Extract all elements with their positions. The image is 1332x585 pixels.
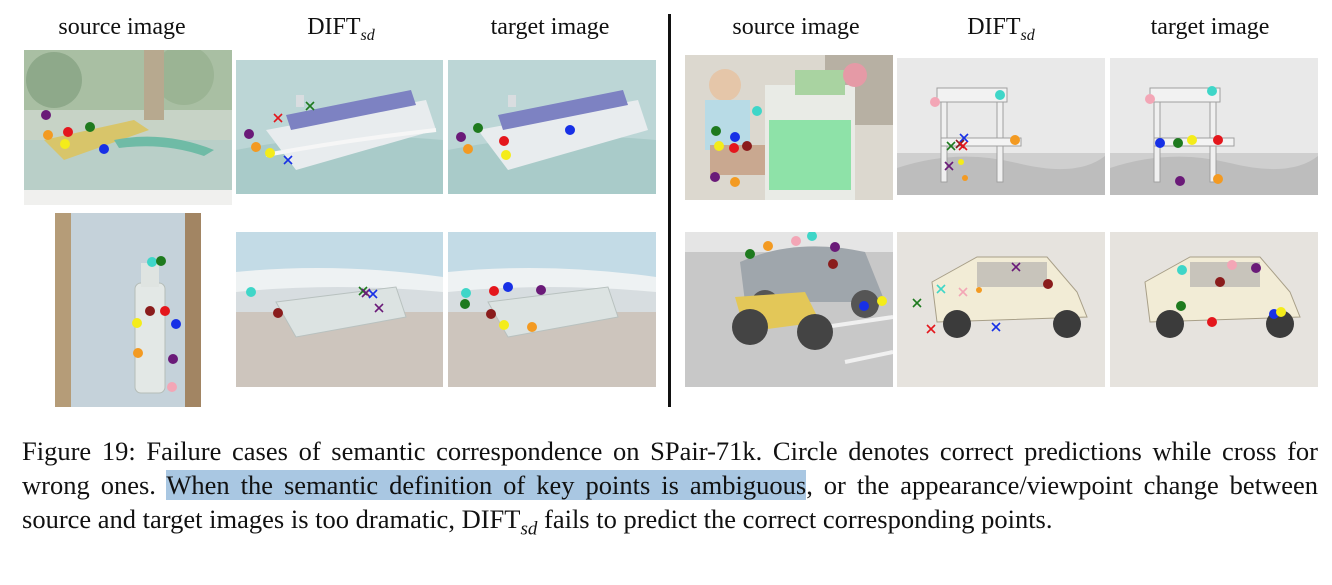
keypoint-circle-blue: [99, 144, 109, 154]
source-image-crocodile: [24, 50, 232, 205]
dift-image-boat: [236, 60, 443, 194]
header-source-right: source image: [732, 14, 860, 40]
dift-subscript: sd: [360, 26, 375, 44]
dift-image-bottle: [236, 232, 443, 387]
target-image-bottle: [448, 232, 656, 387]
figure-caption: Figure 19: Failure cases of semantic cor…: [22, 434, 1318, 546]
target-image-boat: [448, 60, 656, 194]
panel-divider: [668, 14, 671, 407]
keypoint-circle-yellow: [60, 139, 70, 149]
keypoint-circle-red: [63, 127, 73, 137]
target-image-chair: [1110, 58, 1318, 195]
header-source-left: source image: [58, 14, 186, 40]
dift-image-chair: [897, 58, 1105, 195]
caption-highlight[interactable]: When the semantic definition of key poin…: [166, 470, 807, 500]
source-image-car-motorbike: [685, 232, 893, 387]
header-target-left: target image: [490, 14, 610, 40]
dift-image-car: [897, 232, 1105, 387]
source-image-chair: [685, 55, 893, 200]
header-dift-right: DIFTsd: [891, 14, 1111, 45]
caption-text: fails to predict the correct correspondi…: [537, 504, 1053, 534]
caption-subscript: sd: [520, 518, 538, 540]
caption-text: , or the appearance/viewpoint change bet…: [22, 470, 1318, 534]
dift-subscript: sd: [1020, 26, 1035, 44]
header-dift-left: DIFTsd: [231, 14, 451, 45]
source-image-bottle: [55, 213, 201, 407]
keypoint-circle-orange: [43, 130, 53, 140]
target-image-car: [1110, 232, 1318, 387]
dift-label: DIFT: [307, 14, 361, 40]
header-target-right: target image: [1150, 14, 1270, 40]
keypoint-circle-purple: [41, 110, 51, 120]
dift-label: DIFT: [967, 14, 1021, 40]
caption-text: Figure 19: Failure cases of semantic cor…: [22, 436, 1318, 500]
keypoint-circle-green: [85, 122, 95, 132]
